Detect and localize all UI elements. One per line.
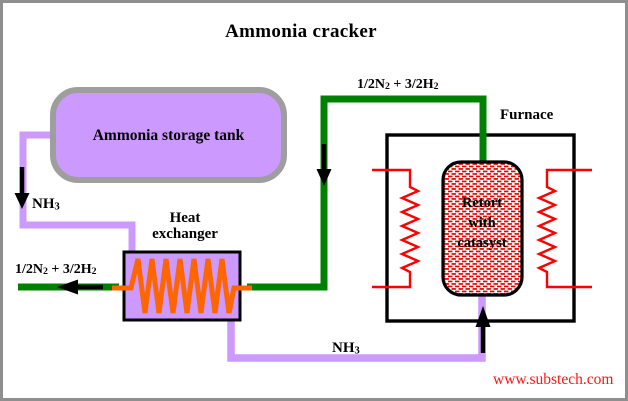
furnace-label: Furnace <box>500 107 554 123</box>
heater-element-left <box>372 168 421 289</box>
heat-exchanger-label: Heat exchanger <box>130 210 240 242</box>
pipe-cracked-gas-retort-to-exchanger <box>247 95 487 291</box>
heat-exchanger-label-line1: Heat <box>169 210 201 226</box>
retort-shape <box>441 160 524 297</box>
label-mix-outlet: 1/2N2 + 3/2H2 <box>15 262 97 278</box>
diagram-title: Ammonia cracker <box>225 21 377 42</box>
storage-tank-shape <box>50 87 287 183</box>
flow-arrow-up-retort-icon <box>475 306 491 353</box>
flow-arrow-down-gas-icon <box>316 144 332 186</box>
label-nh3-from-tank: NH3 <box>32 196 60 213</box>
label-mix-top: 1/2N2 + 3/2H2 <box>357 77 439 93</box>
retort-label-line1: Retort <box>461 195 503 211</box>
watermark-link[interactable]: www.substech.com <box>493 371 614 388</box>
retort-label: Retort with catasyst <box>442 193 522 253</box>
label-nh3-return: NH3 <box>332 340 360 357</box>
flow-arrow-down-nh3-icon <box>14 167 30 209</box>
flow-arrow-left-outlet-icon <box>57 279 103 295</box>
storage-tank-label: Ammonia storage tank <box>92 126 245 144</box>
pipe-nh3-tank-to-exchanger <box>19 131 136 254</box>
retort-label-line3: catasyst <box>457 235 507 251</box>
heater-element-right <box>536 168 592 289</box>
retort-label-line2: with <box>468 215 496 231</box>
heat-exchanger-coil <box>112 258 252 314</box>
heat-exchanger-label-line2: exchanger <box>152 226 218 242</box>
